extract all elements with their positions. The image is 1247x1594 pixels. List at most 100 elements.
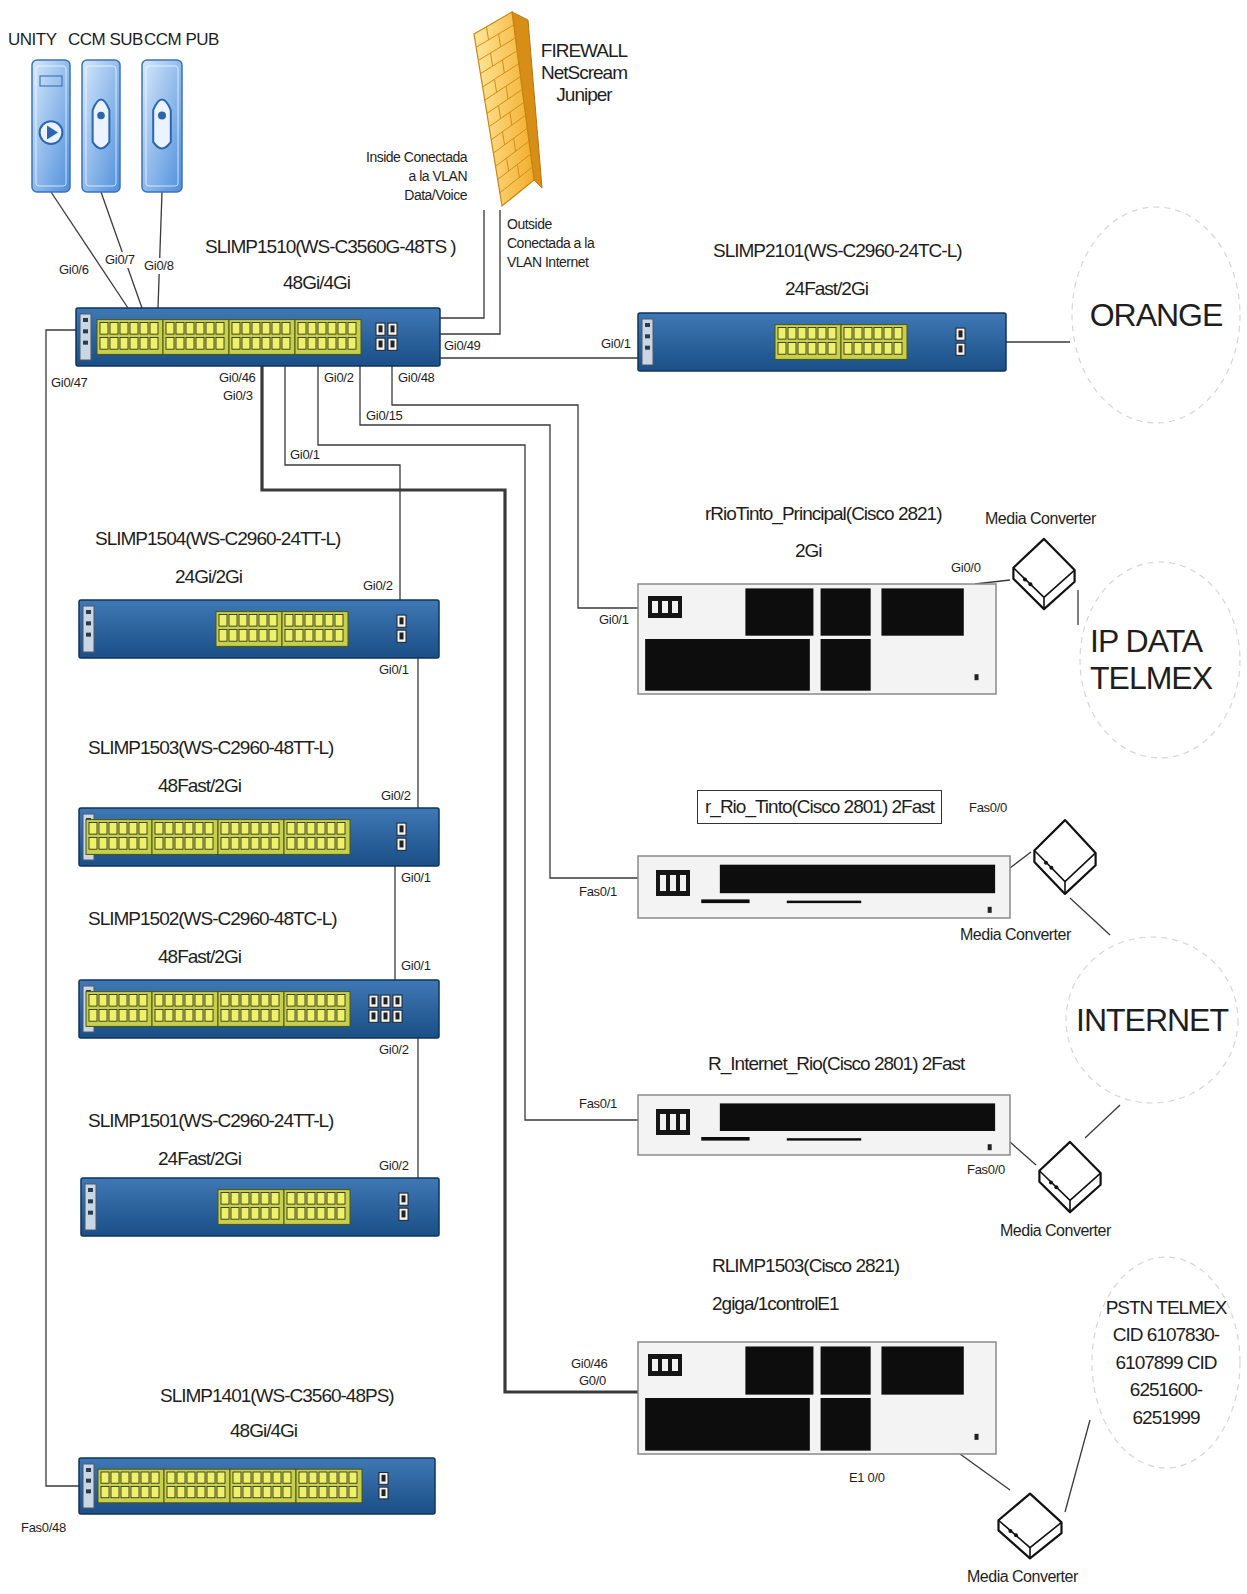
network-link <box>960 1454 1010 1490</box>
port <box>253 1487 261 1498</box>
uplink-port <box>369 1010 378 1022</box>
switch-body <box>79 808 439 866</box>
router-module <box>821 1398 871 1451</box>
port <box>165 1010 173 1022</box>
port <box>129 995 137 1007</box>
port <box>251 995 259 1007</box>
router-port <box>672 601 678 613</box>
port <box>185 995 193 1007</box>
switch-led <box>88 1211 93 1215</box>
port-group <box>164 1469 230 1503</box>
port-label: Gi0/15 <box>365 408 404 424</box>
port <box>196 323 204 335</box>
switch-led <box>86 610 91 614</box>
network-cloud: INTERNET <box>1064 935 1240 1105</box>
device-drawing <box>638 856 1010 918</box>
port <box>339 1472 347 1483</box>
port <box>335 630 343 642</box>
port <box>109 823 117 835</box>
port-label: Gi0/0 <box>950 560 982 576</box>
device-drawing <box>32 60 70 192</box>
switch-led <box>83 341 88 345</box>
port <box>253 1472 261 1483</box>
switch: SLIMP1510(WS-C3560G-48TS )48Gi/4Gi <box>76 308 440 366</box>
device-group <box>1080 562 1240 758</box>
media-converter: Media Converter <box>995 1490 1065 1562</box>
router-module <box>720 1103 995 1131</box>
port <box>261 1193 269 1205</box>
port <box>287 995 295 1007</box>
network-link <box>417 1038 418 1178</box>
port <box>854 328 862 340</box>
port <box>307 1193 315 1205</box>
port <box>186 323 194 335</box>
switch: SLIMP1502(WS-C2960-48TC-L)48Fast/2Gi <box>79 980 439 1038</box>
port <box>317 838 325 850</box>
port <box>349 1487 357 1498</box>
port <box>121 1487 129 1498</box>
port <box>165 838 173 850</box>
port <box>338 323 346 335</box>
switch-body <box>638 313 1006 371</box>
server-face <box>86 66 116 186</box>
port-group <box>284 992 350 1027</box>
port <box>232 338 240 350</box>
port <box>305 615 313 627</box>
router-led <box>975 674 979 680</box>
port <box>155 838 163 850</box>
uplink-slot <box>379 340 383 347</box>
network-link <box>158 192 162 308</box>
uplink-slot <box>959 330 963 337</box>
port-group <box>218 1190 284 1225</box>
switch-led <box>645 346 650 350</box>
switch-body <box>79 1458 435 1514</box>
network-link <box>1065 1420 1090 1512</box>
port-group <box>163 320 229 355</box>
brick-joint <box>487 27 489 40</box>
port <box>285 615 293 627</box>
port-label: Gi0/2 <box>380 788 412 804</box>
port <box>271 1193 279 1205</box>
network-link <box>360 366 638 878</box>
network-link <box>1070 898 1110 935</box>
device-group <box>32 60 70 192</box>
port <box>165 995 173 1007</box>
port-group <box>841 325 907 360</box>
port <box>231 1193 239 1205</box>
port <box>778 328 786 340</box>
port-label: Gi0/2 <box>323 370 355 386</box>
network-link <box>46 330 79 1486</box>
server-face <box>36 66 66 186</box>
port <box>272 338 280 350</box>
port <box>111 1472 119 1483</box>
port <box>196 338 204 350</box>
brick-line <box>489 102 524 126</box>
port <box>121 1472 129 1483</box>
brick-line <box>487 90 522 114</box>
port <box>139 823 147 835</box>
port-group <box>86 992 152 1027</box>
router-port <box>680 875 686 891</box>
port <box>109 838 117 850</box>
device-name: Media Converter <box>1000 1222 1111 1240</box>
port <box>150 323 158 335</box>
server-icon: CCM PUB <box>142 60 182 192</box>
device-group <box>142 60 182 192</box>
device-name: FIREWALL NetScream Juniper <box>535 40 633 106</box>
device-drawing <box>76 308 440 366</box>
port <box>166 338 174 350</box>
port <box>167 1472 175 1483</box>
port <box>195 995 203 1007</box>
port <box>187 1487 195 1498</box>
switch-led <box>645 334 650 338</box>
port <box>99 1010 107 1022</box>
router-port <box>680 1114 686 1130</box>
port <box>239 630 247 642</box>
port <box>273 1487 281 1498</box>
port <box>151 1472 159 1483</box>
port <box>249 630 257 642</box>
brick-joint <box>502 60 504 73</box>
port <box>99 995 107 1007</box>
converter-body <box>1013 539 1074 609</box>
port <box>788 343 796 355</box>
